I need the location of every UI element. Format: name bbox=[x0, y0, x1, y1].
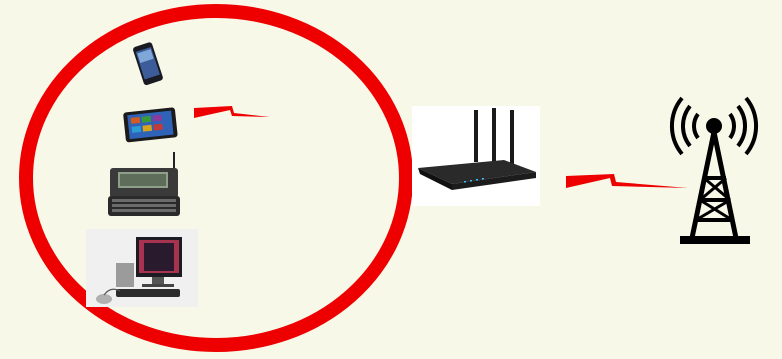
device-group-outline bbox=[26, 11, 406, 345]
desktop-computer-icon bbox=[86, 229, 198, 307]
handheld-pc-icon bbox=[108, 152, 180, 216]
wireless-signal-bolt bbox=[194, 106, 270, 118]
uplink-signal-bolt bbox=[566, 174, 688, 188]
tablet-icon bbox=[123, 107, 178, 142]
smartphone-icon bbox=[132, 42, 163, 86]
cell-tower-icon bbox=[672, 98, 756, 244]
wifi-router-icon bbox=[412, 106, 540, 206]
